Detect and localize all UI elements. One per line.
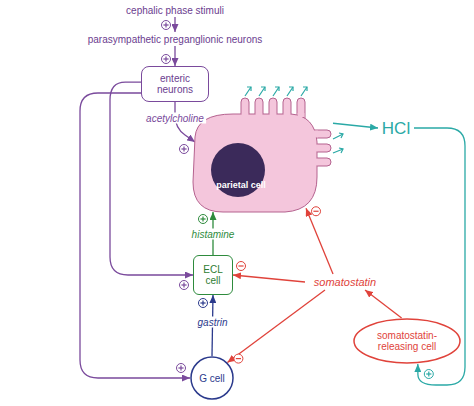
neuron-box: enteric neurons: [141, 66, 209, 102]
plus-sign: [424, 370, 433, 379]
minus-sign: [234, 354, 243, 363]
signal-arrow: [233, 275, 305, 282]
acid-label: HCl: [378, 117, 414, 139]
node-text: enteric neurons: [150, 73, 200, 95]
stimulus-label: cephalic phase stimuli: [105, 3, 245, 17]
signal-arrow: [80, 93, 190, 378]
node-text: somatostatin- releasing cell: [366, 330, 448, 352]
edge-label: gastrin: [196, 317, 230, 328]
minus-sign: [237, 262, 246, 271]
plus-sign: [162, 55, 171, 64]
node-text: ECL cell: [199, 264, 227, 286]
neuron-label: parasympathetic preganglionic neurons: [65, 32, 285, 46]
cell-box: ECL cell: [193, 255, 233, 295]
signal-arrow: [174, 46, 175, 66]
plus-sign: [162, 21, 171, 30]
hormone-label: somatostatin: [305, 274, 385, 290]
plus-sign: [180, 145, 189, 154]
node-text: cephalic phase stimuli: [126, 5, 224, 16]
node-text: parietal cell: [201, 180, 281, 191]
plus-sign: [199, 215, 208, 224]
cell-outline: [183, 92, 333, 217]
signal-arrow: [174, 17, 175, 32]
plus-sign: [199, 299, 208, 308]
node-text: parasympathetic preganglionic neurons: [88, 34, 263, 45]
minus-sign: [312, 207, 321, 216]
signal-arrow: [365, 290, 402, 318]
edge-label: histamine: [190, 228, 237, 239]
node-text: somatostatin: [314, 277, 376, 288]
signal-arrow: [110, 82, 193, 275]
node-text: G cell: [199, 373, 225, 384]
signal-arrow: [227, 290, 325, 363]
plus-sign: [177, 364, 186, 373]
cell-circle: G cell: [190, 356, 234, 400]
signal-arrow: [306, 208, 333, 274]
signal-arrow: [333, 123, 378, 128]
node-text: HCl: [382, 119, 410, 138]
plus-sign: [180, 281, 189, 290]
parietal-cell: parietal cell: [183, 92, 333, 217]
cell-ellipse: somatostatin- releasing cell: [353, 318, 461, 364]
edge-label: acetylcholine: [144, 113, 206, 124]
